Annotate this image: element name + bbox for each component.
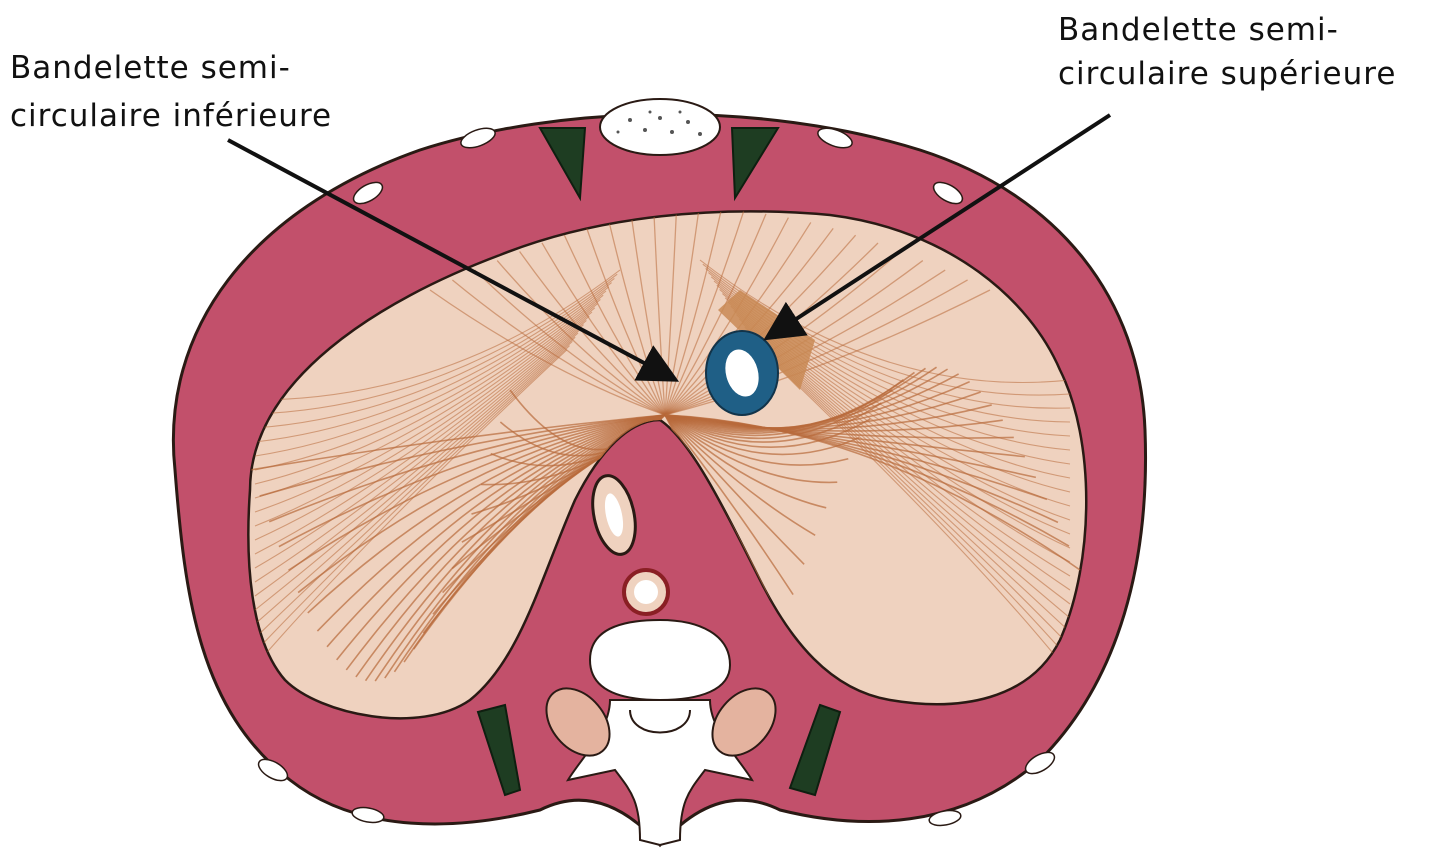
label-inferior-band: Bandelette semi- circulaire inférieure (10, 44, 332, 140)
xiphoid-process (600, 99, 720, 155)
label-inferior-line2: circulaire inférieure (10, 92, 332, 140)
label-superior-band: Bandelette semi- circulaire supérieure (1058, 8, 1396, 96)
label-inferior-line1: Bandelette semi- (10, 44, 332, 92)
aorta-lumen (634, 580, 658, 604)
label-superior-line2: circulaire supérieure (1058, 52, 1396, 96)
label-superior-line1: Bandelette semi- (1058, 8, 1396, 52)
vertebral-body (590, 620, 730, 700)
